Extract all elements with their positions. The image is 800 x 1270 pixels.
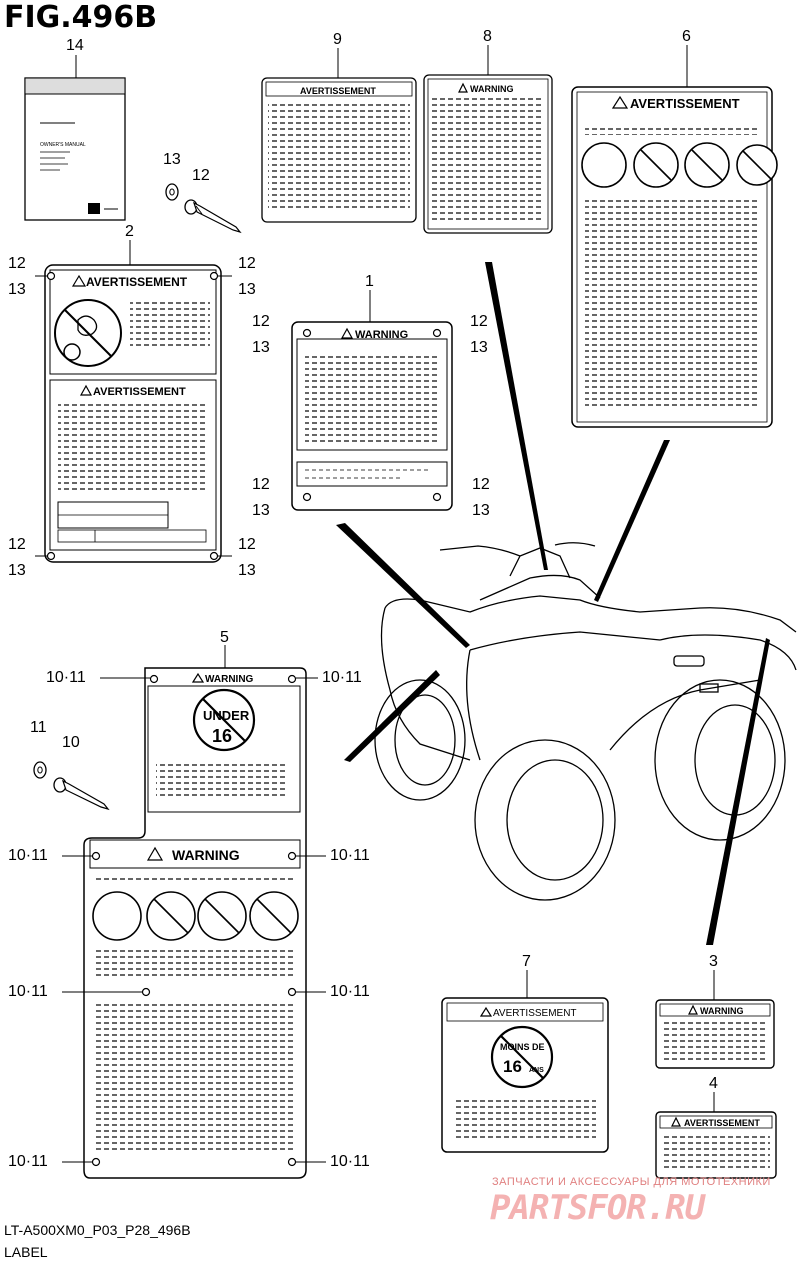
callout-10-11: 10·11	[330, 983, 370, 1000]
label-part-2	[44, 264, 222, 563]
callout-13: 13	[252, 339, 270, 356]
label-headers: AVERTISSEMENT AVERTISSEMENT WARNING AVER…	[86, 84, 760, 1128]
callout-12: 12	[472, 476, 490, 493]
figure-title: FIG.496B	[4, 0, 158, 35]
callout-10: 10	[62, 734, 80, 751]
callout-10-11: 10·11	[322, 669, 362, 686]
callout-4: 4	[709, 1075, 718, 1092]
callout-3: 3	[709, 953, 718, 970]
rivet-part-12	[184, 199, 242, 234]
warning-triangle-icons	[71, 82, 698, 1127]
callout-13: 13	[8, 562, 26, 579]
sixteen-text-fr: 16	[503, 1057, 522, 1076]
moins-de-text: MOINS DE	[500, 1042, 545, 1052]
callout-12: 12	[238, 255, 256, 272]
label-part-3	[655, 999, 775, 1069]
part6-header: AVERTISSEMENT	[630, 96, 740, 111]
footer-code: LT-A500XM0_P03_P28_496B	[4, 1222, 191, 1238]
callout-13: 13	[252, 502, 270, 519]
callout-12: 12	[8, 255, 26, 272]
part2-header-2: AVERTISSEMENT	[93, 386, 186, 398]
callout-12: 12	[238, 536, 256, 553]
part2-header-1: AVERTISSEMENT	[86, 275, 188, 289]
callout-10-11: 10·11	[8, 1153, 48, 1170]
callout-13: 13	[238, 562, 256, 579]
part5-header-2: WARNING	[172, 847, 240, 863]
part8-header: WARNING	[470, 84, 514, 94]
callout-5: 5	[220, 629, 229, 646]
callout-14: 14	[66, 37, 84, 54]
sixteen-text: 16	[212, 726, 232, 746]
callout-12: 12	[192, 167, 210, 184]
callout-10-11: 10·11	[330, 1153, 370, 1170]
callout-10-11: 10·11	[330, 847, 370, 864]
label-part-4	[655, 1111, 777, 1179]
part4-header: AVERTISSEMENT	[684, 1118, 760, 1128]
label-part-7	[441, 997, 609, 1153]
part7-header: AVERTISSEMENT	[493, 1008, 577, 1019]
part3-header: WARNING	[700, 1006, 744, 1016]
callout-12: 12	[252, 313, 270, 330]
part1-header: WARNING	[355, 329, 408, 341]
callout-13: 13	[470, 339, 488, 356]
part9-header: AVERTISSEMENT	[300, 86, 376, 96]
label-part-8	[423, 74, 553, 234]
callout-13: 13	[472, 502, 490, 519]
label-part-9	[261, 77, 417, 223]
ans-text: ANS	[529, 1067, 544, 1074]
callout-12: 12	[252, 476, 270, 493]
callout-2: 2	[125, 223, 134, 240]
callout-10-11: 10·11	[8, 983, 48, 1000]
callout-9: 9	[333, 31, 342, 48]
callout-13: 13	[163, 151, 181, 168]
watermark-logo: PARTSFOR.RU	[490, 1188, 705, 1228]
callout-13: 13	[238, 281, 256, 298]
callout-12: 12	[470, 313, 488, 330]
label-part-5	[83, 667, 307, 1179]
callout-11: 11	[30, 719, 47, 736]
part5-header-1: WARNING	[205, 674, 254, 685]
watermark-tagline: ЗАПЧАСТИ И АКСЕССУАРЫ ДЛЯ МОТОТЕХНИКИ	[492, 1176, 771, 1188]
footer-name: LABEL	[4, 1244, 48, 1260]
callout-7: 7	[522, 953, 531, 970]
washer-part-13	[165, 183, 179, 201]
rivet-part-10	[53, 777, 110, 811]
washer-part-11	[33, 761, 47, 779]
atv-outline	[374, 542, 797, 901]
callout-1: 1	[365, 273, 374, 290]
under-text: UNDER	[203, 708, 250, 723]
label-part-6	[571, 86, 778, 428]
label-part-1	[291, 321, 453, 511]
leader-lines	[336, 262, 770, 945]
callout-10-11: 10·11	[8, 847, 48, 864]
owners-manual-part-14: OWNER'S MANUAL	[24, 77, 126, 221]
callout-12: 12	[8, 536, 26, 553]
callout-leaders	[35, 45, 715, 1163]
manual-cover-text: OWNER'S MANUAL	[40, 142, 86, 148]
callout-8: 8	[483, 28, 492, 45]
callout-13: 13	[8, 281, 26, 298]
callout-10-11: 10·11	[46, 669, 86, 686]
callout-6: 6	[682, 28, 691, 45]
